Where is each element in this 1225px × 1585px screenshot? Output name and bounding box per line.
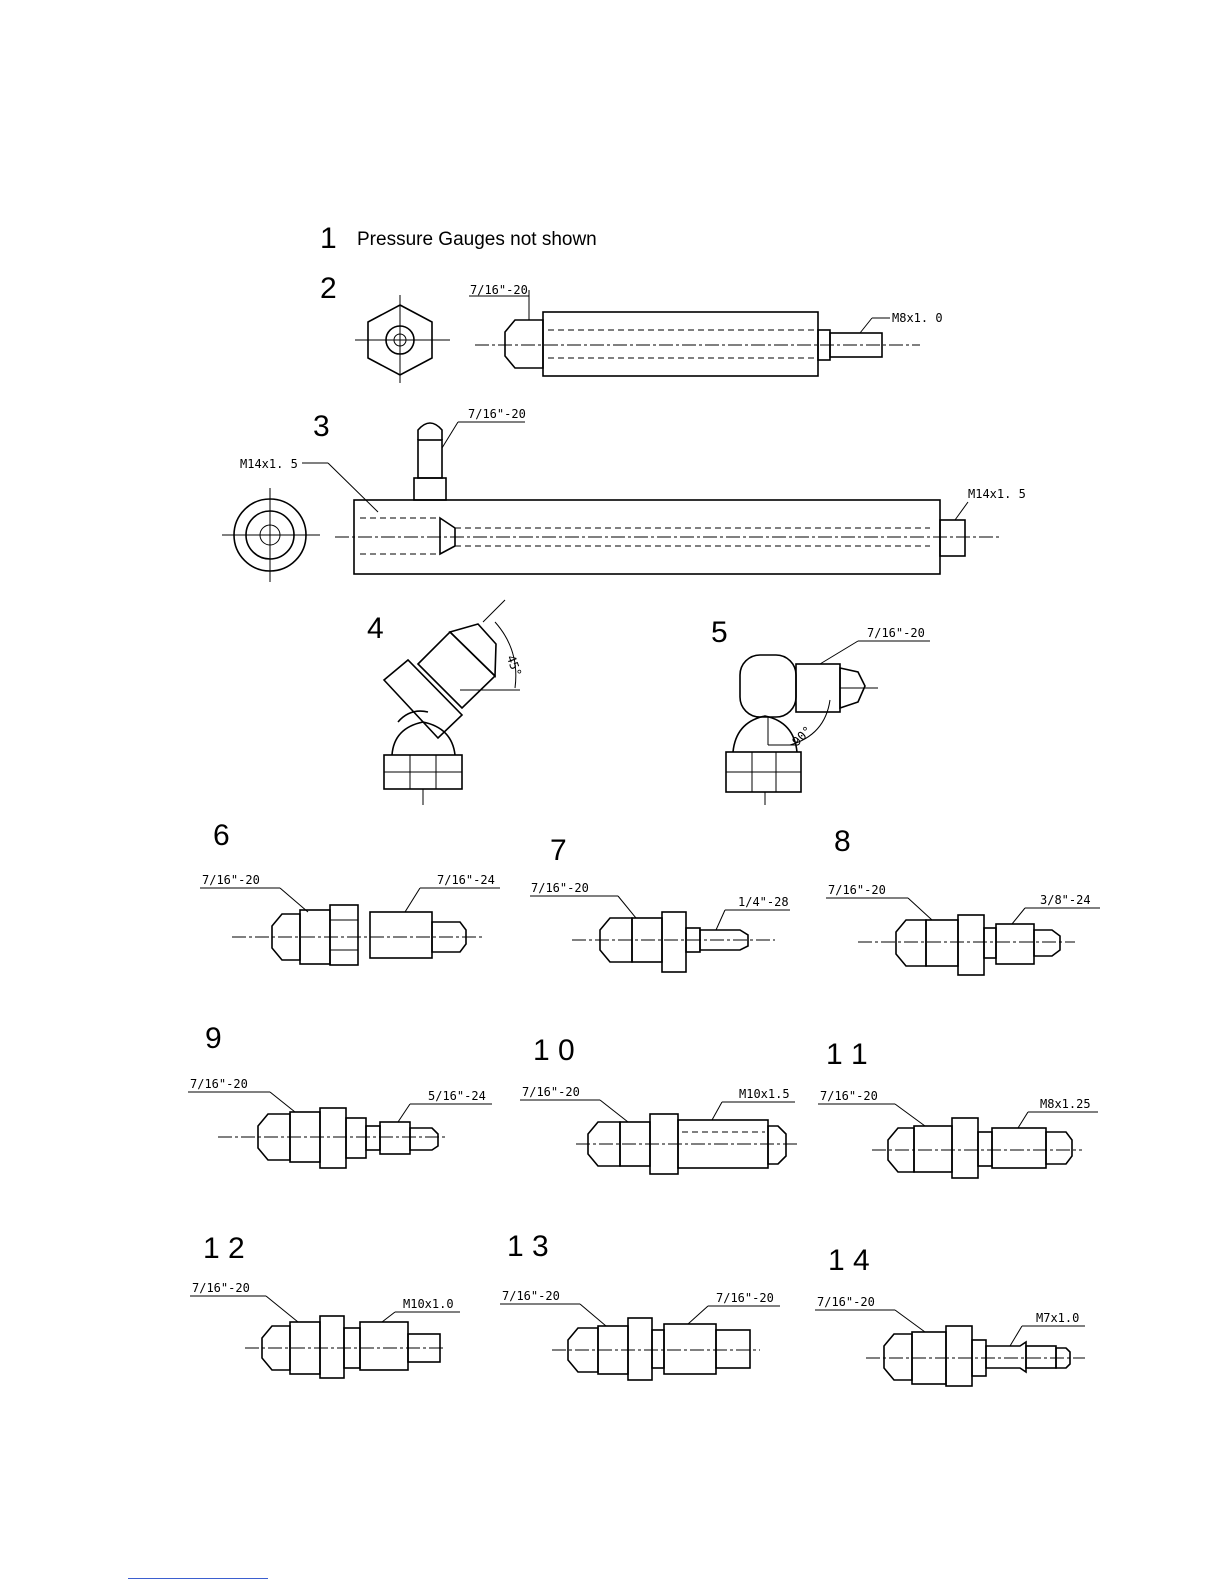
item-6-number: 6 [213,819,230,852]
item-9-adapter [188,1092,492,1168]
item-2-label-inlet-thread: 7/16"-20 [470,283,528,297]
item-13-label-outlet-thread: 7/16"-20 [716,1291,774,1305]
item-2-label-outlet-thread: M8x1. 0 [892,311,943,325]
item-12-label-inlet-thread: 7/16"-20 [192,1281,250,1295]
item-10-number: 1 0 [533,1034,575,1067]
item-3-label-inlet-thread: M14x1. 5 [240,457,298,471]
item-2-adapter-side-view [469,290,920,376]
item-13-label-inlet-thread: 7/16"-20 [502,1289,560,1303]
item-4-45-degree-elbow [384,600,520,805]
item-13-number: 1 3 [507,1230,549,1263]
footnote-separator [128,1578,268,1579]
item-6-label-outlet-thread: 7/16"-24 [437,873,495,887]
item-2-number: 2 [320,272,337,305]
item-13-adapter [500,1304,780,1380]
item-8-adapter [826,898,1100,975]
item-14-label-inlet-thread: 7/16"-20 [817,1295,875,1309]
item-1-number: 1 [320,222,337,255]
item-3-label-outlet-thread: M14x1. 5 [968,487,1026,501]
item-6-label-inlet-thread: 7/16"-20 [202,873,260,887]
item-5-label-thread: 7/16"-20 [867,626,925,640]
item-9-number: 9 [205,1022,222,1055]
item-3-number: 3 [313,410,330,443]
item-11-label-inlet-thread: 7/16"-20 [820,1089,878,1103]
item-14-number: 1 4 [828,1244,870,1277]
item-3-round-end-view [222,488,320,582]
item-8-number: 8 [834,825,851,858]
item-3-label-branch-thread: 7/16"-20 [468,407,526,421]
item-1-note: Pressure Gauges not shown [357,229,597,250]
item-7-label-inlet-thread: 7/16"-20 [531,881,589,895]
item-8-label-inlet-thread: 7/16"-20 [828,883,886,897]
item-7-label-outlet-thread: 1/4"-28 [738,895,789,909]
item-4-number: 4 [367,612,384,645]
item-10-adapter [520,1100,800,1174]
item-10-label-outlet-thread: M10x1.5 [739,1087,790,1101]
item-9-label-outlet-thread: 5/16"-24 [428,1089,486,1103]
item-14-label-outlet-thread: M7x1.0 [1036,1311,1079,1325]
item-11-label-outlet-thread: M8x1.25 [1040,1097,1091,1111]
item-11-number: 1 1 [826,1038,868,1071]
item-5-90-degree-elbow [726,641,930,805]
item-9-label-inlet-thread: 7/16"-20 [190,1077,248,1091]
item-6-adapter [200,888,500,965]
item-3-tee-body-side-view [302,422,1000,574]
item-12-label-outlet-thread: M10x1.0 [403,1297,454,1311]
item-7-number: 7 [550,834,567,867]
item-8-label-outlet-thread: 3/8"-24 [1040,893,1091,907]
item-5-number: 5 [711,616,728,649]
item-12-number: 1 2 [203,1232,245,1265]
item-4-label-angle: 45° [504,653,525,678]
item-2-hex-end-view [355,295,450,383]
item-10-label-inlet-thread: 7/16"-20 [522,1085,580,1099]
item-11-adapter [818,1104,1098,1178]
